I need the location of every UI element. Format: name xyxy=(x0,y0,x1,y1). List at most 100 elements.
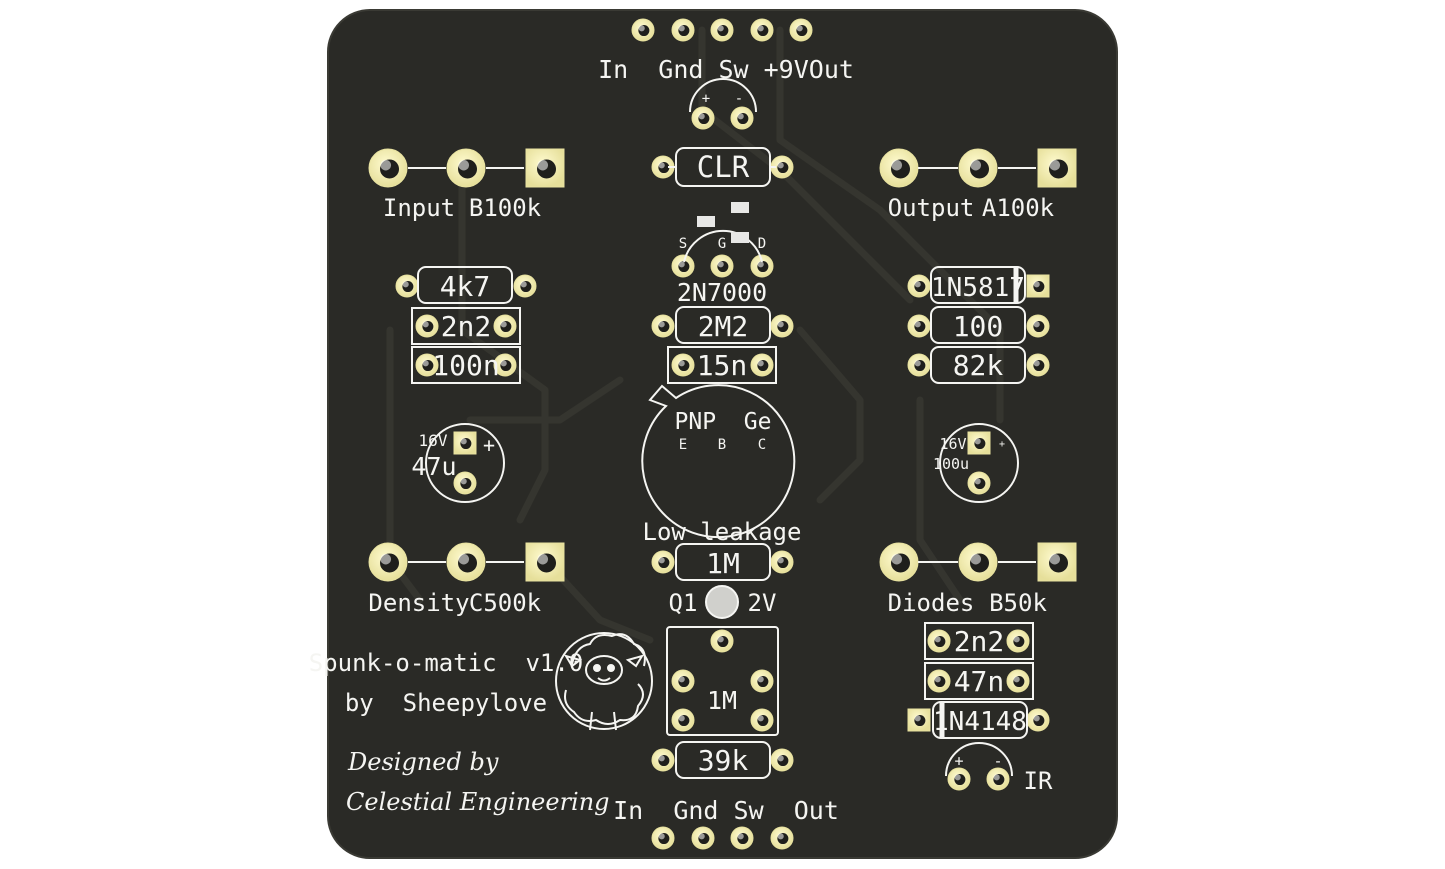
solder-pad xyxy=(770,550,794,574)
solder-pad xyxy=(750,353,774,377)
square-pad xyxy=(1037,148,1077,188)
solder-pad xyxy=(671,353,695,377)
square-pad xyxy=(525,148,565,188)
solder-pad xyxy=(789,18,813,42)
solder-pad xyxy=(446,148,486,188)
diodes-pot-name: Diodes xyxy=(888,589,975,617)
solder-pad xyxy=(1006,669,1030,693)
solder-pad xyxy=(691,826,715,850)
solder-pad xyxy=(710,629,734,653)
diodes-pot-value: B50k xyxy=(989,589,1047,617)
transistor-pin-e: E xyxy=(679,437,687,453)
clr-label: CLR xyxy=(697,150,750,184)
d-1n4148-label: 1N4148 xyxy=(933,707,1027,737)
power-plus-label: + xyxy=(702,91,710,107)
solder-pad xyxy=(879,542,919,582)
q1-voltage-label: 2V xyxy=(748,589,777,617)
solder-pad xyxy=(415,353,439,377)
solder-pad xyxy=(368,148,408,188)
c-47n-label: 47n xyxy=(954,665,1005,698)
fet-pin-d: D xyxy=(758,236,766,252)
solder-pad xyxy=(651,550,675,574)
solder-pad xyxy=(770,155,794,179)
fet-label: 2N7000 xyxy=(677,278,767,307)
solder-pad xyxy=(651,314,675,338)
solder-pad xyxy=(631,18,655,42)
solder-pad xyxy=(671,708,695,732)
q1-label: Q1 xyxy=(669,589,698,617)
smd-pads xyxy=(697,202,749,243)
solder-pad xyxy=(730,106,754,130)
input-pot-name: Input xyxy=(383,194,455,222)
solder-pad xyxy=(368,542,408,582)
output-pot-value: A100k xyxy=(982,194,1055,222)
solder-pad xyxy=(651,826,675,850)
solder-pad xyxy=(879,148,919,188)
solder-pad xyxy=(947,767,971,791)
solder-pad xyxy=(1026,708,1050,732)
bottom-connector-label: In Gnd Sw Out xyxy=(613,796,839,825)
ir-label: IR xyxy=(1024,767,1053,795)
density-pot-name: Density xyxy=(368,589,469,617)
author-name: by Sheepylove xyxy=(345,689,547,717)
solder-pad xyxy=(770,826,794,850)
solder-pad xyxy=(986,767,1010,791)
solder-pad xyxy=(958,542,998,582)
solder-pad xyxy=(770,748,794,772)
d-1n5817-label: 1N5817 xyxy=(931,273,1025,303)
top-connector-label: In Gnd Sw +9VOut xyxy=(598,55,854,84)
square-pad xyxy=(525,542,565,582)
cap-47u-value: 47u xyxy=(411,452,456,481)
pad-layer xyxy=(368,18,1077,850)
c-2n2-left-label: 2n2 xyxy=(441,310,492,343)
fet-pin-g: G xyxy=(718,236,726,252)
ir-minus-label: - xyxy=(993,752,1002,770)
transistor-note: Low leakage xyxy=(643,518,802,546)
square-pad xyxy=(453,431,477,455)
cap-47u-plus: + xyxy=(483,433,495,457)
solder-pad xyxy=(710,254,734,278)
solder-pad xyxy=(907,274,931,298)
solder-pad xyxy=(907,353,931,377)
solder-pad xyxy=(513,274,537,298)
solder-pad xyxy=(651,748,675,772)
output-pot-name: Output xyxy=(888,194,975,222)
solder-pad xyxy=(958,148,998,188)
solder-pad xyxy=(750,669,774,693)
solder-pad xyxy=(730,826,754,850)
silkscreen-outlines xyxy=(408,78,1036,779)
designed-by-label: Designed by xyxy=(347,748,499,776)
square-pad xyxy=(967,431,991,455)
c-100n-label: 100n xyxy=(432,349,499,382)
solder-pad xyxy=(770,314,794,338)
solder-pad xyxy=(453,471,477,495)
solder-pad xyxy=(750,18,774,42)
transistor-pin-b: B xyxy=(718,437,726,453)
solder-pad xyxy=(750,708,774,732)
transistor-type: PNP Ge xyxy=(675,409,772,435)
solder-pad xyxy=(671,18,695,42)
power-minus-label: - xyxy=(735,91,743,107)
square-pad xyxy=(1026,274,1050,298)
input-pot-value: B100k xyxy=(469,194,542,222)
solder-pad xyxy=(710,18,734,42)
solder-pad xyxy=(446,542,486,582)
r-100-label: 100 xyxy=(953,310,1004,343)
transistor-pin-c: C xyxy=(758,437,766,453)
solder-pad xyxy=(493,353,517,377)
r-82k-label: 82k xyxy=(953,349,1004,382)
solder-pad xyxy=(651,155,675,179)
r-4k7-label: 4k7 xyxy=(440,270,491,303)
fet-pin-s: S xyxy=(679,236,687,252)
solder-pad xyxy=(671,254,695,278)
cap-100u-plus: + xyxy=(999,439,1005,450)
cap-100u-value: 100u xyxy=(933,455,969,473)
solder-pad xyxy=(967,471,991,495)
solder-pad xyxy=(671,669,695,693)
cap-100u-voltage: 16V xyxy=(939,435,966,453)
product-name: Spunk-o-matic v1.0 xyxy=(309,649,584,677)
solder-pad xyxy=(750,254,774,278)
copper-traces xyxy=(386,26,1004,644)
sheep-logo-icon xyxy=(555,632,653,731)
solder-pad xyxy=(691,106,715,130)
